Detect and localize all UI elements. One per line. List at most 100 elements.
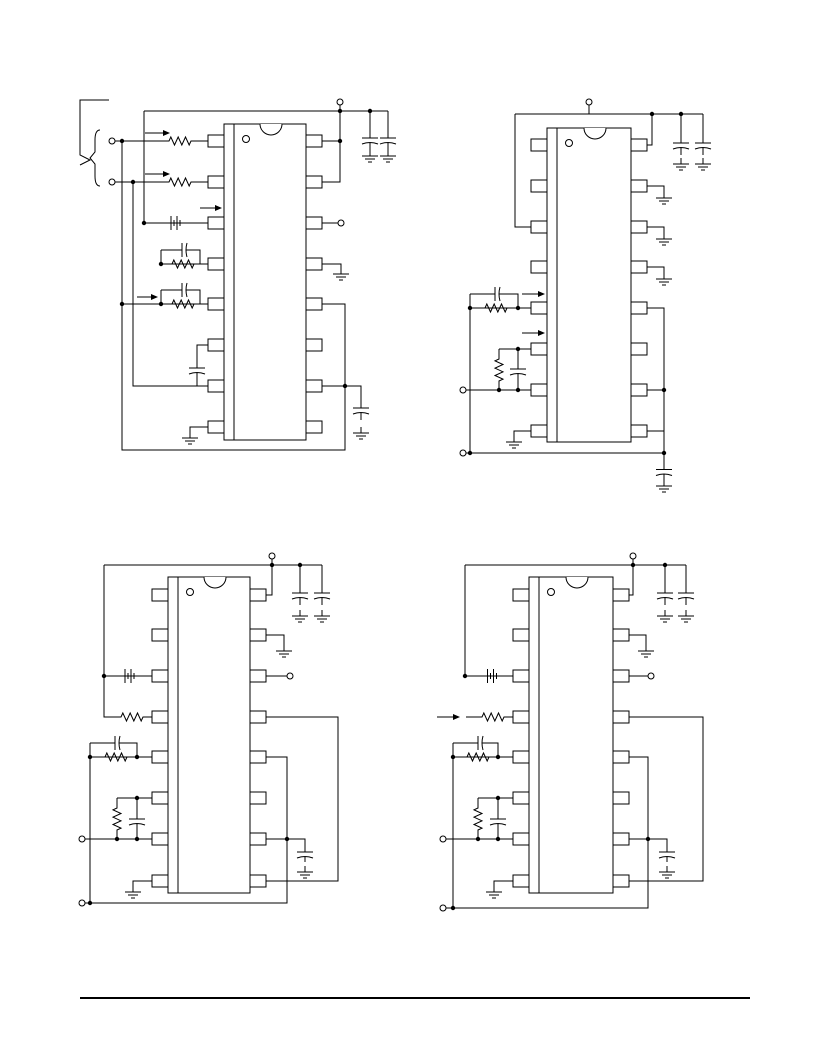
- ic-pin-right: [612, 628, 630, 642]
- ic-pin-right: [612, 710, 630, 724]
- capacitor: [486, 286, 508, 302]
- ground-symbol: [673, 158, 689, 171]
- capacitor: [296, 846, 314, 862]
- ic-pin-left: [151, 710, 169, 724]
- ground-symbol: [656, 273, 672, 286]
- resistor: [493, 356, 505, 384]
- arrow-head: [453, 714, 460, 720]
- wire: [132, 880, 152, 886]
- ground-symbol: [182, 432, 198, 445]
- capacitor: [489, 812, 507, 830]
- ic-body: [528, 576, 614, 894]
- ic-pin-right: [630, 424, 648, 438]
- ic-pin-left: [151, 874, 169, 888]
- capacitor: [656, 585, 674, 605]
- junction-dot: [475, 836, 481, 842]
- ic-pin-left: [530, 424, 548, 438]
- capacitor: [128, 812, 146, 830]
- ic-pin-left: [530, 301, 548, 315]
- capacitor: [172, 282, 196, 298]
- resistor: [472, 806, 484, 832]
- diagram-3: [78, 552, 339, 907]
- wire: [322, 111, 341, 183]
- wire: [189, 426, 208, 432]
- wire: [647, 226, 665, 233]
- ic-pin-left: [151, 750, 169, 764]
- capacitor: [509, 362, 527, 380]
- terminal: [629, 552, 637, 560]
- wire: [514, 114, 531, 228]
- ic-pin-right: [305, 338, 323, 352]
- ic-pin-left: [207, 257, 225, 271]
- ic-pin-left: [512, 628, 530, 642]
- wire: [322, 263, 342, 268]
- ic-pin-left: [207, 216, 225, 230]
- terminal: [337, 219, 345, 227]
- ic-pin-right: [305, 134, 323, 148]
- ic-body: [223, 123, 307, 441]
- wire: [266, 838, 306, 846]
- capacitor: [677, 585, 695, 605]
- resistor: [100, 751, 132, 763]
- ground-symbol: [695, 158, 711, 171]
- wire: [103, 565, 118, 718]
- resistor: [478, 711, 508, 723]
- ic-pin-right: [630, 260, 648, 274]
- capacitor: [361, 130, 379, 150]
- ground-symbol: [486, 886, 502, 899]
- wire: [143, 111, 208, 224]
- wire: [629, 634, 647, 645]
- ic-body: [546, 127, 632, 443]
- capacitor: [694, 135, 712, 155]
- junction-dot: [496, 387, 502, 393]
- ic-pin-right: [249, 710, 267, 724]
- ic-pin-left: [530, 383, 548, 397]
- ic-pin-left: [207, 297, 225, 311]
- arrow-head: [215, 205, 222, 211]
- terminal: [459, 386, 467, 394]
- wire: [647, 185, 665, 192]
- ground-symbol: [506, 436, 522, 449]
- resistor: [166, 258, 200, 270]
- ic-pin-left: [530, 220, 548, 234]
- ic-pin-right: [630, 179, 648, 193]
- capacitor: [655, 463, 673, 480]
- junction-dot: [87, 900, 93, 906]
- wire: [322, 385, 362, 400]
- wire: [322, 303, 346, 386]
- ground-symbol: [292, 610, 308, 623]
- junction-dot: [141, 220, 147, 226]
- wire: [508, 293, 519, 308]
- pin1-marker: [565, 139, 573, 147]
- ic-pin-left: [512, 832, 530, 846]
- ic-pin-right: [630, 220, 648, 234]
- capacitor: [172, 242, 196, 258]
- ground-symbol: [656, 233, 672, 246]
- ic-pin-left: [207, 175, 225, 189]
- ic-pin-right: [630, 138, 648, 152]
- terminal: [439, 835, 447, 843]
- pin1-marker: [242, 135, 250, 143]
- resistor: [462, 751, 494, 763]
- ground-symbol: [678, 610, 694, 623]
- resistor: [166, 298, 200, 310]
- terminal: [286, 672, 294, 680]
- junction-dot: [661, 387, 667, 393]
- junction-dot: [284, 836, 290, 842]
- ic-pin-right: [249, 874, 267, 888]
- ic-body: [167, 576, 251, 894]
- junction-dot: [515, 387, 521, 393]
- ic-pin-left: [207, 379, 225, 393]
- arrow-head: [163, 171, 170, 177]
- ground-symbol: [333, 268, 349, 281]
- ic-pin-left: [512, 750, 530, 764]
- wire: [647, 114, 653, 146]
- ic-pin-right: [305, 420, 323, 434]
- ic-pin-left: [151, 628, 169, 642]
- wire: [513, 430, 531, 436]
- wire: [128, 742, 138, 757]
- ic-pin-right: [612, 791, 630, 805]
- ground-symbol: [656, 192, 672, 205]
- ic-pin-right: [305, 257, 323, 271]
- junction-dot: [101, 673, 107, 679]
